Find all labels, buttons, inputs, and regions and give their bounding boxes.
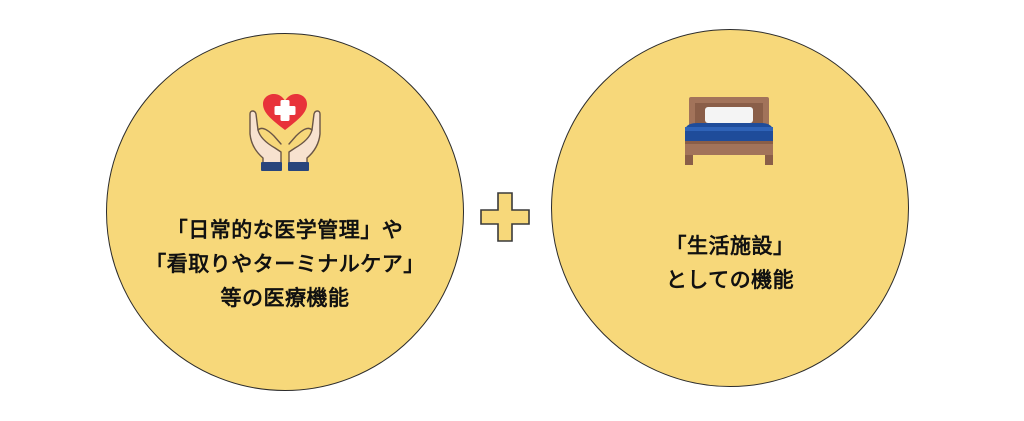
bed-icon [683,95,775,167]
plus-icon [479,191,531,243]
living-facility-line-2: としての機能 [665,268,795,292]
living-facility-text: 「生活施設」 としての機能 [570,229,890,297]
medical-function-line-3: 等の医療機能 [220,286,350,310]
medical-function-line-2: 「看取りやターミナルケア」 [145,252,425,276]
medical-function-circle [106,33,464,391]
living-facility-circle [551,29,909,387]
caring-hands-heart-icon [244,90,326,172]
living-facility-line-1: 「生活施設」 [665,234,795,258]
medical-function-line-1: 「日常的な医学管理」や [166,218,404,242]
medical-function-text: 「日常的な医学管理」や 「看取りやターミナルケア」 等の医療機能 [120,213,450,315]
